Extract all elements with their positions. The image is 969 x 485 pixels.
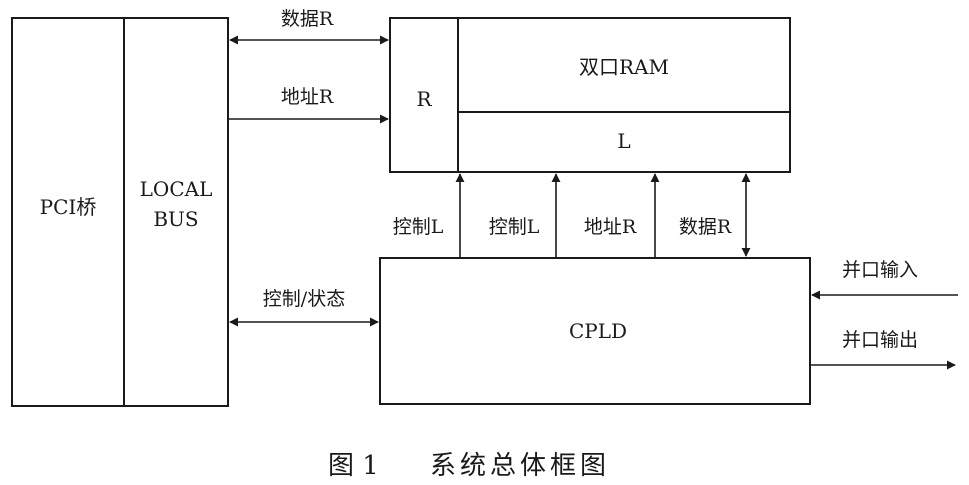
addr-r-bottom-label: 地址R xyxy=(584,216,637,238)
ctrl-status-bus: 控制/状态 xyxy=(229,288,379,327)
figure-title: 系统总体框图 xyxy=(430,451,610,481)
addr-r-line-bottom: 地址R xyxy=(584,173,660,258)
figure-number: 图 1 xyxy=(328,451,379,481)
dual-port-ram-label: 双口RAM xyxy=(579,55,669,79)
figure-caption: 图 1 系统总体框图 xyxy=(328,451,610,481)
parallel-out-label: 并口输出 xyxy=(842,329,918,351)
data-r-top-label: 数据R xyxy=(281,8,334,30)
ctrl-l-1-label: 控制L xyxy=(393,216,444,238)
ctrl-status-label: 控制/状态 xyxy=(263,288,345,310)
ctrl-l-line-2: 控制L xyxy=(489,173,561,258)
data-r-line-bottom: 数据R xyxy=(679,173,751,257)
addr-r-top-label: 地址R xyxy=(281,86,334,108)
data-r-bus-top: 数据R xyxy=(229,8,389,45)
ram-r-port-label: R xyxy=(416,87,432,111)
ctrl-l-2-label: 控制L xyxy=(489,216,540,238)
data-r-bottom-label: 数据R xyxy=(679,216,732,238)
ram-l-port-label: L xyxy=(617,129,630,153)
local-bus-label-line1: LOCAL xyxy=(140,177,213,201)
parallel-in-label: 并口输入 xyxy=(842,259,918,281)
pci-bridge-label: PCI桥 xyxy=(40,195,97,219)
cpld-label: CPLD xyxy=(569,319,627,343)
cpld-block: CPLD xyxy=(379,257,811,405)
addr-r-bus-top: 地址R xyxy=(228,86,389,124)
dual-port-ram-block: R 双口RAM L xyxy=(389,17,791,173)
parallel-out-line: 并口输出 xyxy=(810,329,956,370)
ctrl-l-line-1: 控制L xyxy=(393,173,465,258)
pci-localbus-block: PCI桥 LOCAL BUS xyxy=(11,17,229,407)
local-bus-label-line2: BUS xyxy=(153,207,198,231)
parallel-in-line: 并口输入 xyxy=(811,259,958,300)
